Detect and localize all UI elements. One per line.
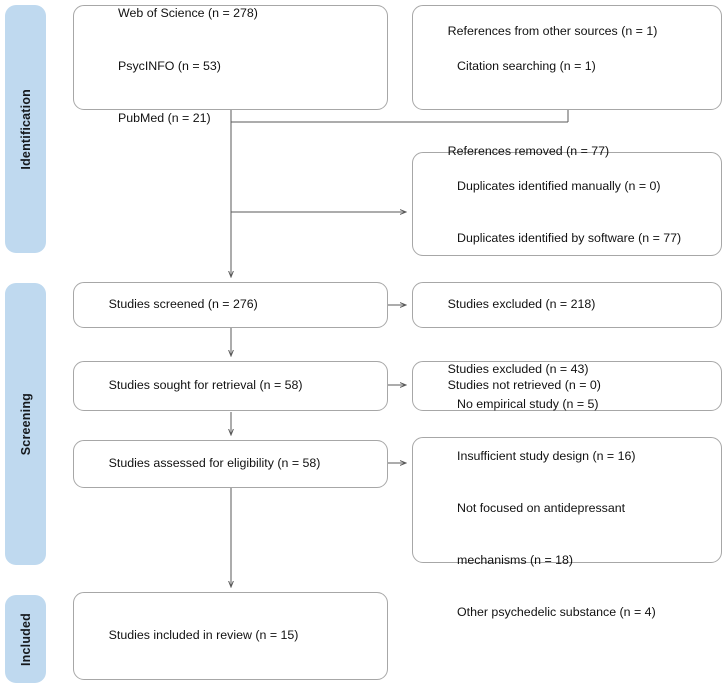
box-references-removed[interactable]: References removed (n = 77) Duplicates i… [412, 144, 722, 256]
box-studies-assessed-for-eligibility[interactable]: Studies assessed for eligibility (n = 58… [73, 440, 388, 488]
stage-band-screening: Screening [5, 283, 46, 565]
box-title: References from other sources (n = 1) [447, 23, 658, 38]
box-subitem: Duplicates identified by software (n = 7… [457, 231, 682, 246]
box-studies-excluded-screening[interactable]: Studies excluded (n = 218) [412, 282, 722, 328]
stage-band-label-identification: Identification [18, 88, 33, 170]
box-references-other-sources[interactable]: References from other sources (n = 1) Ci… [412, 5, 722, 110]
stage-band-label-included: Included [18, 612, 33, 666]
stage-band-identification: Identification [5, 5, 46, 253]
box-subitem: PsycINFO (n = 53) [118, 58, 221, 73]
box-studies-sought-for-retrieval[interactable]: Studies sought for retrieval (n = 58) [73, 361, 388, 411]
box-studies-screened-text: Studies screened (n = 276) [74, 279, 272, 331]
box-subitem: No empirical study (n = 5) [457, 396, 599, 411]
box-studies-from-databases[interactable]: Studies from databases (n = 353) Web of … [73, 5, 388, 125]
box-subitem: mechanisms (n = 18) [457, 553, 574, 568]
box-title: Studies assessed for eligibility (n = 58… [108, 456, 321, 471]
box-subitem: Citation searching (n = 1) [457, 58, 596, 73]
stage-band-label-screening: Screening [18, 392, 33, 456]
box-studies-excluded-eligibility-text: Studies excluded (n = 43) No empirical s… [413, 343, 670, 656]
box-title: Studies screened (n = 276) [108, 297, 258, 312]
box-subitem: Insufficient study design (n = 16) [457, 448, 636, 463]
box-studies-from-databases-text: Studies from databases (n = 353) Web of … [74, 0, 306, 162]
box-studies-excluded-eligibility[interactable]: Studies excluded (n = 43) No empirical s… [412, 362, 722, 619]
box-references-other-sources-text: References from other sources (n = 1) Ci… [413, 5, 671, 109]
box-subitem: Not focused on antidepressant [457, 501, 626, 515]
box-title: Studies sought for retrieval (n = 58) [108, 378, 303, 393]
box-studies-assessed-for-eligibility-text: Studies assessed for eligibility (n = 58… [74, 438, 334, 490]
box-title: Studies excluded (n = 218) [447, 297, 596, 312]
box-title: Studies excluded (n = 43) [447, 361, 589, 376]
box-studies-included-in-review[interactable]: Studies included in review (n = 15) [73, 592, 388, 680]
box-title: References removed (n = 77) [447, 144, 610, 159]
box-subitem: Web of Science (n = 278) [118, 6, 258, 21]
box-subitem: Other psychedelic substance (n = 4) [457, 605, 656, 620]
box-studies-excluded-screening-text: Studies excluded (n = 218) [413, 279, 609, 331]
box-title: Studies included in review (n = 15) [108, 628, 299, 643]
box-subitem: PubMed (n = 21) [118, 110, 211, 125]
box-studies-not-retrieved[interactable]: Studies not retrieved (n = 0) [412, 361, 722, 411]
box-studies-included-in-review-text: Studies included in review (n = 15) [74, 610, 312, 662]
box-subitem: Duplicates identified manually (n = 0) [457, 178, 661, 193]
stage-band-included: Included [5, 595, 46, 683]
box-studies-sought-for-retrieval-text: Studies sought for retrieval (n = 58) [74, 360, 317, 412]
box-title: Studies not retrieved (n = 0) [447, 378, 601, 393]
box-studies-screened[interactable]: Studies screened (n = 276) [73, 282, 388, 328]
box-references-removed-text: References removed (n = 77) Duplicates i… [413, 126, 695, 283]
box-studies-not-retrieved-text: Studies not retrieved (n = 0) [413, 360, 615, 412]
